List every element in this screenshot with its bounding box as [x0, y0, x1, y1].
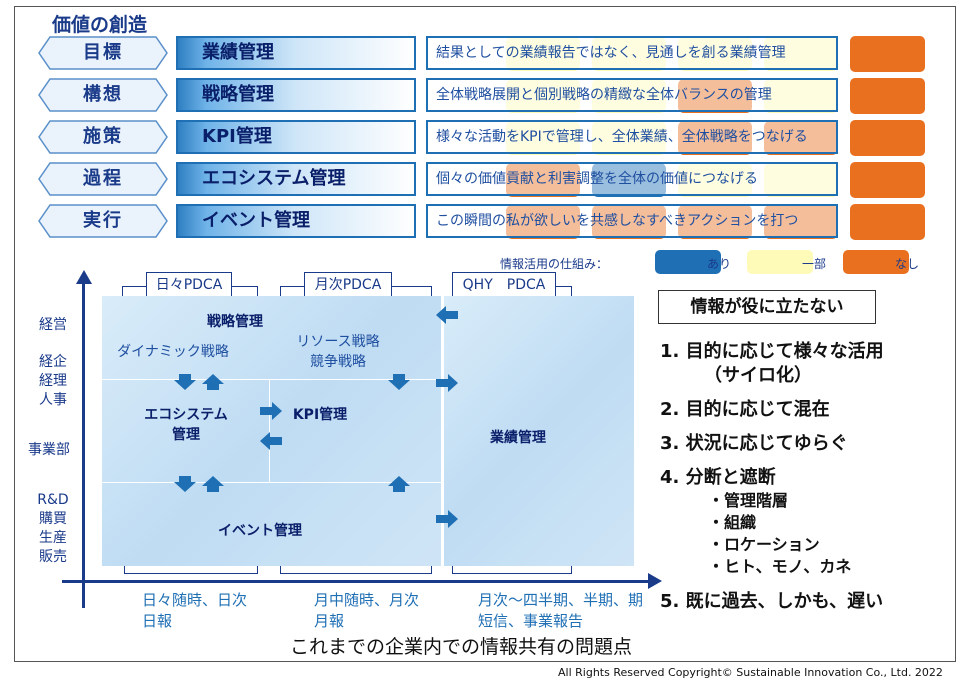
- xlabel-daily: 日々随時、日次 日報: [142, 591, 248, 630]
- status-cell-none: [850, 204, 925, 240]
- problem-4: 4. 分断と遮断: [660, 467, 776, 488]
- management-description: 個々の価値貢献と利害調整を全体の価値につなげる: [426, 162, 838, 196]
- bracket-bottom-monthly: [280, 566, 432, 574]
- management-type: イベント管理: [176, 204, 416, 238]
- caption: これまでの企業内での情報共有の問題点: [290, 636, 633, 658]
- zone-kpi-label: KPI管理: [292, 407, 348, 423]
- y-axis-arrowhead: [76, 270, 92, 284]
- pdca-qhy: QHY PDCA: [452, 272, 556, 298]
- arrow-right-icon: [436, 374, 458, 392]
- arrow-right-icon: [436, 510, 458, 528]
- ylabel-management: 経営: [39, 317, 67, 333]
- management-description: 全体戦略展開と個別戦略の精緻な全体バランスの管理: [426, 78, 838, 112]
- divider-perf: [441, 296, 442, 566]
- y-axis: [82, 278, 85, 608]
- arrow-up-icon: [202, 374, 224, 390]
- zone-dynamic-label: ダイナミック戦略: [117, 344, 229, 360]
- problem-4-sub-2: ・組織: [708, 513, 757, 532]
- xlabel-quarterly: 月次～四半期、半期、期 短信、事業報告: [478, 591, 644, 630]
- left-zone-block: [102, 296, 442, 566]
- pdca-monthly: 月次PDCA: [304, 272, 392, 298]
- problem-2: 2. 目的に応じて混在: [660, 399, 830, 420]
- legend-label: 情報活用の仕組み：: [500, 257, 609, 271]
- level-label: 実行: [83, 210, 123, 231]
- management-type: 戦略管理: [176, 78, 416, 112]
- management-type: エコシステム管理: [176, 162, 416, 196]
- slide-frame: [14, 6, 956, 662]
- arrow-left-icon: [436, 306, 458, 324]
- level-label: 目標: [83, 42, 123, 63]
- level-label: 施策: [83, 126, 123, 147]
- legend-swatch-yes: [655, 250, 721, 274]
- level-label: 過程: [83, 168, 123, 189]
- management-description: 様々な活動をKPIで管理し、全体業績、全体戦略をつなげる: [426, 120, 838, 154]
- zone-event-label: イベント管理: [218, 523, 302, 539]
- status-cell-none: [850, 36, 925, 72]
- problems-title: 情報が役に立たない: [658, 290, 876, 324]
- problem-4-sub-1: ・管理階層: [708, 491, 789, 510]
- arrow-down-icon: [174, 374, 196, 390]
- bracket-bottom-daily: [124, 566, 258, 574]
- ylabel-corporate: 経企 経理 人事: [39, 354, 67, 408]
- level-label: 構想: [83, 84, 123, 105]
- arrow-left-icon: [260, 432, 282, 450]
- divider-strategy: [102, 379, 442, 380]
- legend-none-label: なし: [895, 257, 920, 271]
- zone-eco-label: エコシステム 管理: [144, 407, 228, 443]
- problem-1-note: （サイロ化）: [704, 365, 812, 386]
- arrow-down-icon: [388, 374, 410, 390]
- xlabel-monthly: 月中随時、月次 月報: [314, 591, 420, 630]
- divider-event: [102, 482, 442, 483]
- problem-3: 3. 状況に応じてゆらぐ: [660, 433, 848, 454]
- level-hexagon-4: 実行: [38, 204, 168, 238]
- management-type: 業績管理: [176, 36, 416, 70]
- legend-yes-label: あり: [707, 257, 732, 271]
- zone-strategy-label: 戦略管理: [207, 314, 263, 330]
- legend-swatch-none: [843, 250, 909, 274]
- level-hexagon-0: 目標: [38, 36, 168, 70]
- status-cell-none: [850, 162, 925, 198]
- problem-4-sub-4: ・ヒト、モノ、カネ: [708, 557, 852, 576]
- section-title: 価値の創造: [52, 14, 148, 36]
- x-axis: [62, 580, 652, 583]
- zone-resource-label: リソース戦略 競争戦略: [296, 334, 380, 370]
- ylabel-operations: R&D 購買 生産 販売: [37, 492, 69, 565]
- arrow-up-icon: [388, 476, 410, 492]
- level-hexagon-2: 施策: [38, 120, 168, 154]
- pdca-daily: 日々PDCA: [146, 272, 232, 298]
- arrow-up-icon: [202, 476, 224, 492]
- zone-performance-label: 業績管理: [490, 430, 546, 446]
- status-cell-none: [850, 120, 925, 156]
- arrow-down-icon: [174, 476, 196, 492]
- arrow-right-icon: [260, 402, 282, 420]
- level-hexagon-3: 過程: [38, 162, 168, 196]
- copyright: All Rights Reserved Copyright© Sustainab…: [558, 666, 943, 679]
- x-axis-arrowhead: [648, 573, 662, 589]
- problem-1: 1. 目的に応じて様々な活用: [660, 341, 884, 362]
- performance-zone: [444, 296, 634, 566]
- legend-swatch-partial: [747, 250, 813, 274]
- level-hexagon-1: 構想: [38, 78, 168, 112]
- management-type: KPI管理: [176, 120, 416, 154]
- management-description: 結果としての業績報告ではなく、見通しを創る業績管理: [426, 36, 838, 70]
- bracket-bottom-qhy: [452, 566, 572, 574]
- ylabel-division: 事業部: [28, 442, 70, 458]
- management-description: この瞬間の私が欲しいを共感しなすべきアクションを打つ: [426, 204, 838, 238]
- divider-eco-kpi: [269, 380, 270, 482]
- problem-4-sub-3: ・ロケーション: [708, 535, 820, 554]
- problem-5: 5. 既に過去、しかも、遅い: [660, 591, 884, 612]
- status-cell-none: [850, 78, 925, 114]
- legend-partial-label: 一部: [802, 257, 827, 271]
